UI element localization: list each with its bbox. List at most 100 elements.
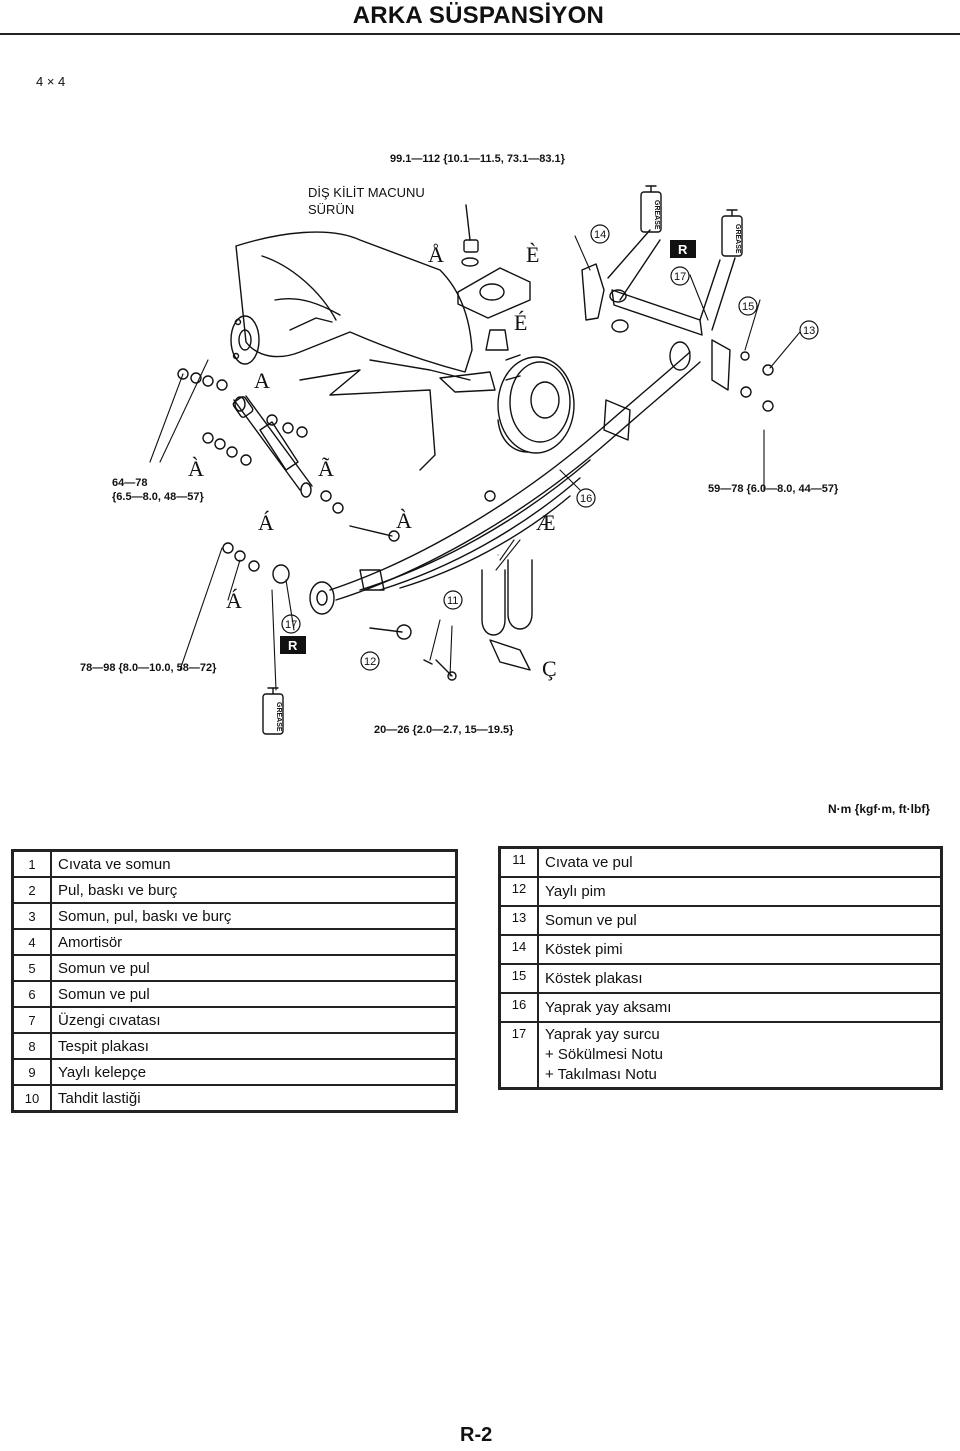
torque-left-line2: {6.5—8.0, 48—57} bbox=[112, 491, 204, 503]
grease-label-1: GREASE bbox=[653, 200, 660, 230]
legend-number: 17 bbox=[499, 1022, 539, 1089]
shackle-assembly-drawing bbox=[581, 185, 774, 412]
callout-letter-a-acute-2: Á bbox=[226, 588, 242, 613]
bracket-assembly-drawing bbox=[457, 204, 531, 351]
legend-description: Köstek plakası bbox=[538, 964, 942, 994]
units-label: N·m {kgf·m, ft·lbf} bbox=[828, 802, 930, 816]
legend-description: Yaylı kelepçe bbox=[51, 1059, 457, 1086]
axle-housing-drawing bbox=[230, 231, 496, 471]
u-bolt-drawing bbox=[481, 559, 533, 671]
circled-number-17-bottom: 17 bbox=[285, 619, 297, 631]
torque-right: 59—78 {6.0—8.0, 44—57} bbox=[708, 483, 839, 495]
r-badge-top: R bbox=[678, 242, 688, 257]
legend-description: Yaprak yay surcu + Sökülmesi Notu + Takı… bbox=[545, 1026, 663, 1083]
thread-lock-note-line1: DİŞ KİLİT MACUNU bbox=[308, 185, 425, 200]
legend-description: Üzengi cıvatası bbox=[51, 1007, 457, 1034]
grease-label-2: GREASE bbox=[734, 224, 741, 254]
legend-description: Köstek pimi bbox=[538, 935, 942, 965]
torque-top: 99.1—112 {10.1—11.5, 73.1—83.1} bbox=[390, 153, 566, 165]
legend-description: Somun ve pul bbox=[51, 981, 457, 1008]
callout-letter-e-acute: É bbox=[514, 310, 527, 335]
legend-number: 13 bbox=[499, 906, 539, 936]
callout-letter-ae: Æ bbox=[536, 510, 556, 535]
legend-number: 3 bbox=[12, 903, 52, 930]
legend-number: 10 bbox=[12, 1085, 52, 1112]
legend-description: Pul, baskı ve burç bbox=[51, 877, 457, 904]
brake-drum-drawing bbox=[497, 354, 575, 454]
legend-number: 11 bbox=[499, 847, 539, 878]
legend-description: Yaylı pim bbox=[538, 877, 942, 907]
legend-number: 12 bbox=[499, 877, 539, 907]
torque-bottom: 20—26 {2.0—2.7, 15—19.5} bbox=[374, 724, 514, 736]
torque-left-line1: 64—78 bbox=[112, 477, 147, 489]
page-number: R-2 bbox=[460, 1424, 493, 1446]
legend-number: 16 bbox=[499, 993, 539, 1023]
callout-letter-a-grave: À bbox=[188, 456, 204, 481]
callout-letter-a-tilde: Ã bbox=[318, 456, 334, 481]
callout-letter-a-acute: Á bbox=[258, 510, 274, 535]
legend-number: 1 bbox=[12, 850, 52, 878]
circled-number-12: 12 bbox=[364, 656, 376, 668]
legend-row: 10 Tahdit lastiği bbox=[12, 1085, 457, 1112]
circled-number-13: 13 bbox=[803, 325, 815, 337]
legend-description: Yaprak yay aksamı bbox=[538, 993, 942, 1023]
hardware-drawing bbox=[177, 368, 457, 735]
legend-number: 8 bbox=[12, 1033, 52, 1060]
legend-number: 2 bbox=[12, 877, 52, 904]
legend-number: 15 bbox=[499, 964, 539, 994]
legend-description: Amortisör bbox=[51, 929, 457, 956]
legend-description: Cıvata ve pul bbox=[538, 847, 942, 878]
legend-description: Cıvata ve somun bbox=[51, 850, 457, 878]
legend-description: Somun ve pul bbox=[538, 906, 942, 936]
callout-letter-a: A bbox=[254, 368, 270, 393]
legend-description: Somun ve pul bbox=[51, 955, 457, 982]
circled-number-17-top: 17 bbox=[674, 271, 686, 283]
r-badge-bottom: R bbox=[288, 638, 298, 653]
legend-number: 7 bbox=[12, 1007, 52, 1034]
page-title: ARKA SÜSPANSİYON bbox=[352, 2, 604, 29]
callout-letter-e-grave: È bbox=[526, 242, 539, 267]
leaf-spring-drawing bbox=[309, 341, 701, 615]
legend-number: 9 bbox=[12, 1059, 52, 1086]
legend-description: Tespit plakası bbox=[51, 1033, 457, 1060]
torque-lower-left: 78—98 {8.0—10.0, 58—72} bbox=[80, 662, 217, 674]
drive-type-label: 4 × 4 bbox=[36, 74, 66, 89]
legend-description: Tahdit lastiği bbox=[58, 1089, 141, 1107]
grease-label-3: GREASE bbox=[275, 702, 282, 732]
thread-lock-note-line2: SÜRÜN bbox=[308, 202, 354, 217]
leader-lines bbox=[149, 235, 801, 691]
callout-letter-c-cedilla: Ç bbox=[542, 656, 557, 681]
shock-absorber-drawing bbox=[232, 395, 313, 498]
legend-number: 4 bbox=[12, 929, 52, 956]
circled-number-14: 14 bbox=[594, 229, 606, 241]
legend-description: Somun, pul, baskı ve burç bbox=[51, 903, 457, 930]
legend-number: 6 bbox=[12, 981, 52, 1008]
circled-number-16: 16 bbox=[580, 493, 592, 505]
suspension-exploded-diagram: Å È É A À Ã Á À Æ Á Ç 14 17 15 13 16 11 … bbox=[80, 153, 839, 736]
circled-number-15: 15 bbox=[742, 301, 754, 313]
circled-number-11: 11 bbox=[447, 595, 458, 607]
callout-letter-a-grave-2: À bbox=[396, 508, 412, 533]
callout-letter-a-ring: Å bbox=[428, 242, 444, 267]
header-rule bbox=[0, 33, 960, 35]
legend-number: 14 bbox=[499, 935, 539, 965]
legend-number: 5 bbox=[12, 955, 52, 982]
